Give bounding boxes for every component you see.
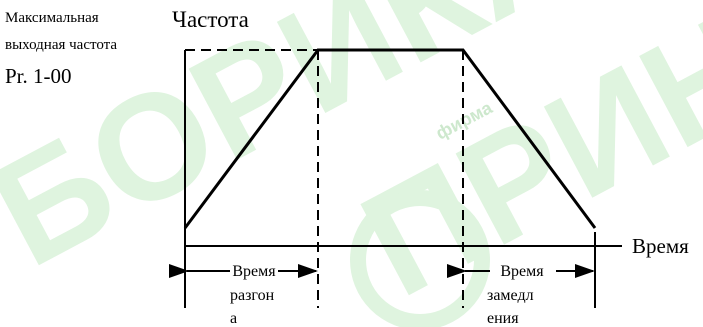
- max-frequency-label-line1: Максимальная: [5, 10, 99, 26]
- accel-time-label-line1: Время: [232, 263, 276, 280]
- decel-time-label-line2: замедл: [487, 287, 534, 304]
- frequency-profile-line: [183, 48, 597, 229]
- decel-time-label-line1: Время: [500, 263, 544, 280]
- decel-time-label-line3: ения: [487, 310, 519, 327]
- watermark-circle: [350, 190, 490, 327]
- y-axis-label: Частота: [172, 7, 249, 32]
- max-frequency-label-line2: выходная частота: [5, 37, 117, 53]
- accel-time-label-line3: а: [230, 310, 237, 327]
- accel-time-label-line2: разгон: [230, 287, 275, 304]
- max-frequency-parameter: Pr. 1-00: [5, 64, 72, 88]
- x-axis-label: Время: [632, 234, 689, 258]
